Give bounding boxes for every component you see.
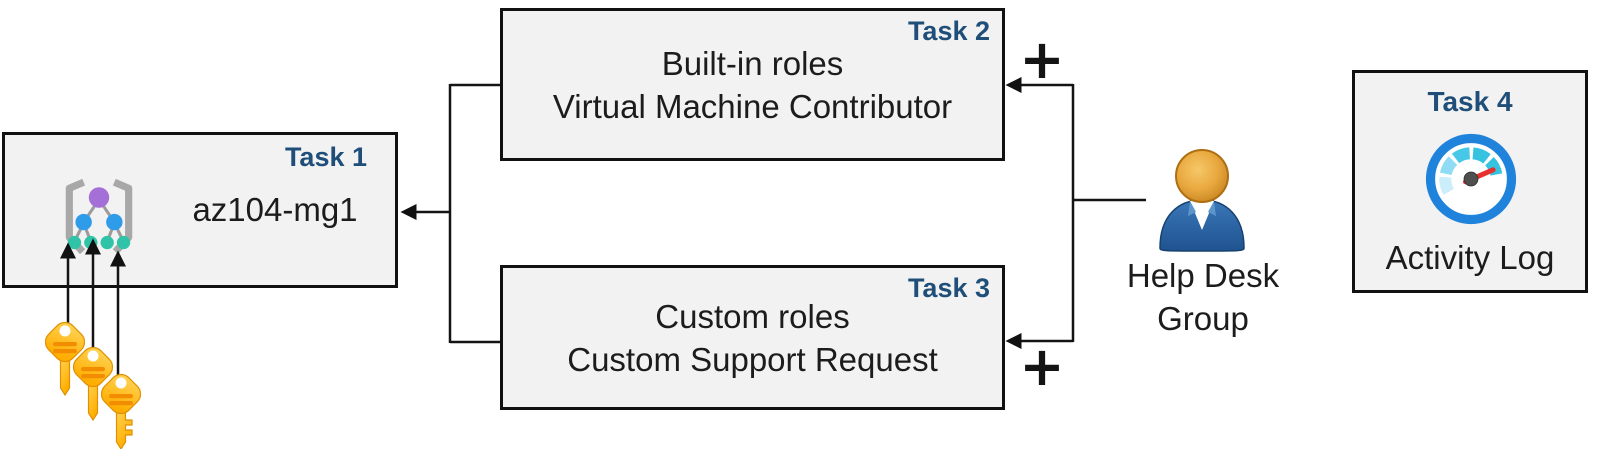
task1-box: Task 1 az104-mg1	[2, 132, 398, 288]
task3-badge: Task 3	[907, 273, 990, 303]
task3-box: Task 3 Custom roles Custom Support Reque…	[500, 265, 1005, 410]
management-group-icon	[65, 178, 133, 255]
person-collar	[1190, 201, 1214, 230]
left-fork-connector	[400, 83, 500, 344]
person-label-line1: Help Desk	[1126, 257, 1280, 294]
leaf-node	[67, 235, 82, 250]
gauge-hub	[1463, 171, 1479, 187]
task4-title: Activity Log	[1385, 239, 1555, 276]
collar-flap-right	[1208, 201, 1216, 216]
plus-sign-top: +	[1019, 28, 1065, 91]
task4-box: Task 4 Activity Log	[1352, 70, 1588, 293]
key-icon	[100, 373, 142, 449]
root-node	[88, 187, 110, 208]
person-label: Help Desk Group	[1095, 254, 1311, 340]
task3-line1: Custom roles	[655, 297, 850, 335]
user-icon	[1159, 149, 1245, 252]
activity-log-gauge-icon	[1425, 133, 1517, 225]
person-label-line2: Group	[1157, 300, 1249, 337]
task2-line2: Virtual Machine Contributor	[552, 87, 953, 125]
gauge-segments	[1439, 147, 1503, 195]
child-node	[75, 213, 92, 231]
task1-title: az104-mg1	[192, 191, 358, 228]
task2-box: Task 2 Built-in roles Virtual Machine Co…	[500, 8, 1005, 161]
leaf-node	[100, 235, 114, 250]
task3-line2: Custom Support Request	[567, 340, 938, 378]
person-head	[1175, 149, 1229, 203]
child-node	[106, 213, 123, 231]
leaf-node	[116, 235, 131, 250]
plus-sign-bottom: +	[1019, 335, 1065, 398]
task2-badge: Task 2	[907, 16, 990, 46]
leaf-node	[84, 235, 98, 250]
key-icon	[72, 346, 114, 422]
collar-flap-left	[1188, 201, 1196, 216]
access-keys-icon	[44, 321, 142, 449]
task1-badge: Task 1	[284, 142, 367, 172]
task2-line1: Built-in roles	[661, 44, 844, 82]
key-icon	[44, 321, 86, 397]
task4-badge: Task 4	[1427, 86, 1513, 117]
